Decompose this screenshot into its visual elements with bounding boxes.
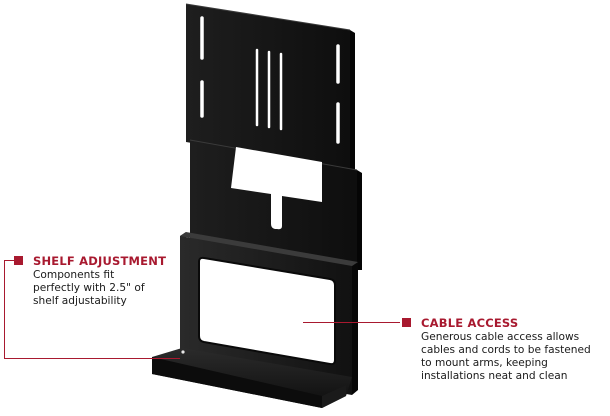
cable-access-line: cables and cords to be fastened — [421, 344, 591, 356]
shelf-adjustment-title: SHELF ADJUSTMENT — [33, 254, 167, 268]
shelf-adjustment-callout: SHELF ADJUSTMENT Components fit perfectl… — [33, 254, 166, 308]
middle-plate — [189, 139, 362, 270]
shelf-leader-horizontal-top — [4, 260, 14, 261]
shelf-leader-vertical — [4, 260, 5, 358]
cable-access-title: CABLE ACCESS — [421, 316, 519, 330]
shelf-adjustment-marker — [14, 256, 23, 265]
cable-access-line: to mount arms, keeping — [421, 357, 548, 369]
shelf-adjustment-description: Components fit perfectly with 2.5" of sh… — [33, 269, 166, 308]
cable-access-description: Generous cable access allows cables and … — [421, 331, 591, 383]
bottom-shelf — [152, 348, 352, 408]
cable-leader-horizontal — [303, 322, 400, 323]
cable-access-marker — [402, 318, 411, 327]
shelf-adjustment-line: perfectly with 2.5" of — [33, 282, 145, 294]
cable-access-line: installations neat and clean — [421, 370, 568, 382]
cable-access-line: Generous cable access allows — [421, 331, 580, 343]
shelf-leader-horizontal-bottom — [4, 358, 180, 359]
top-plate — [185, 3, 355, 171]
shelf-adjustment-line: Components fit — [33, 269, 115, 281]
cable-access-callout: CABLE ACCESS Generous cable access allow… — [421, 316, 591, 383]
shelf-adjustment-line: shelf adjustability — [33, 295, 127, 307]
